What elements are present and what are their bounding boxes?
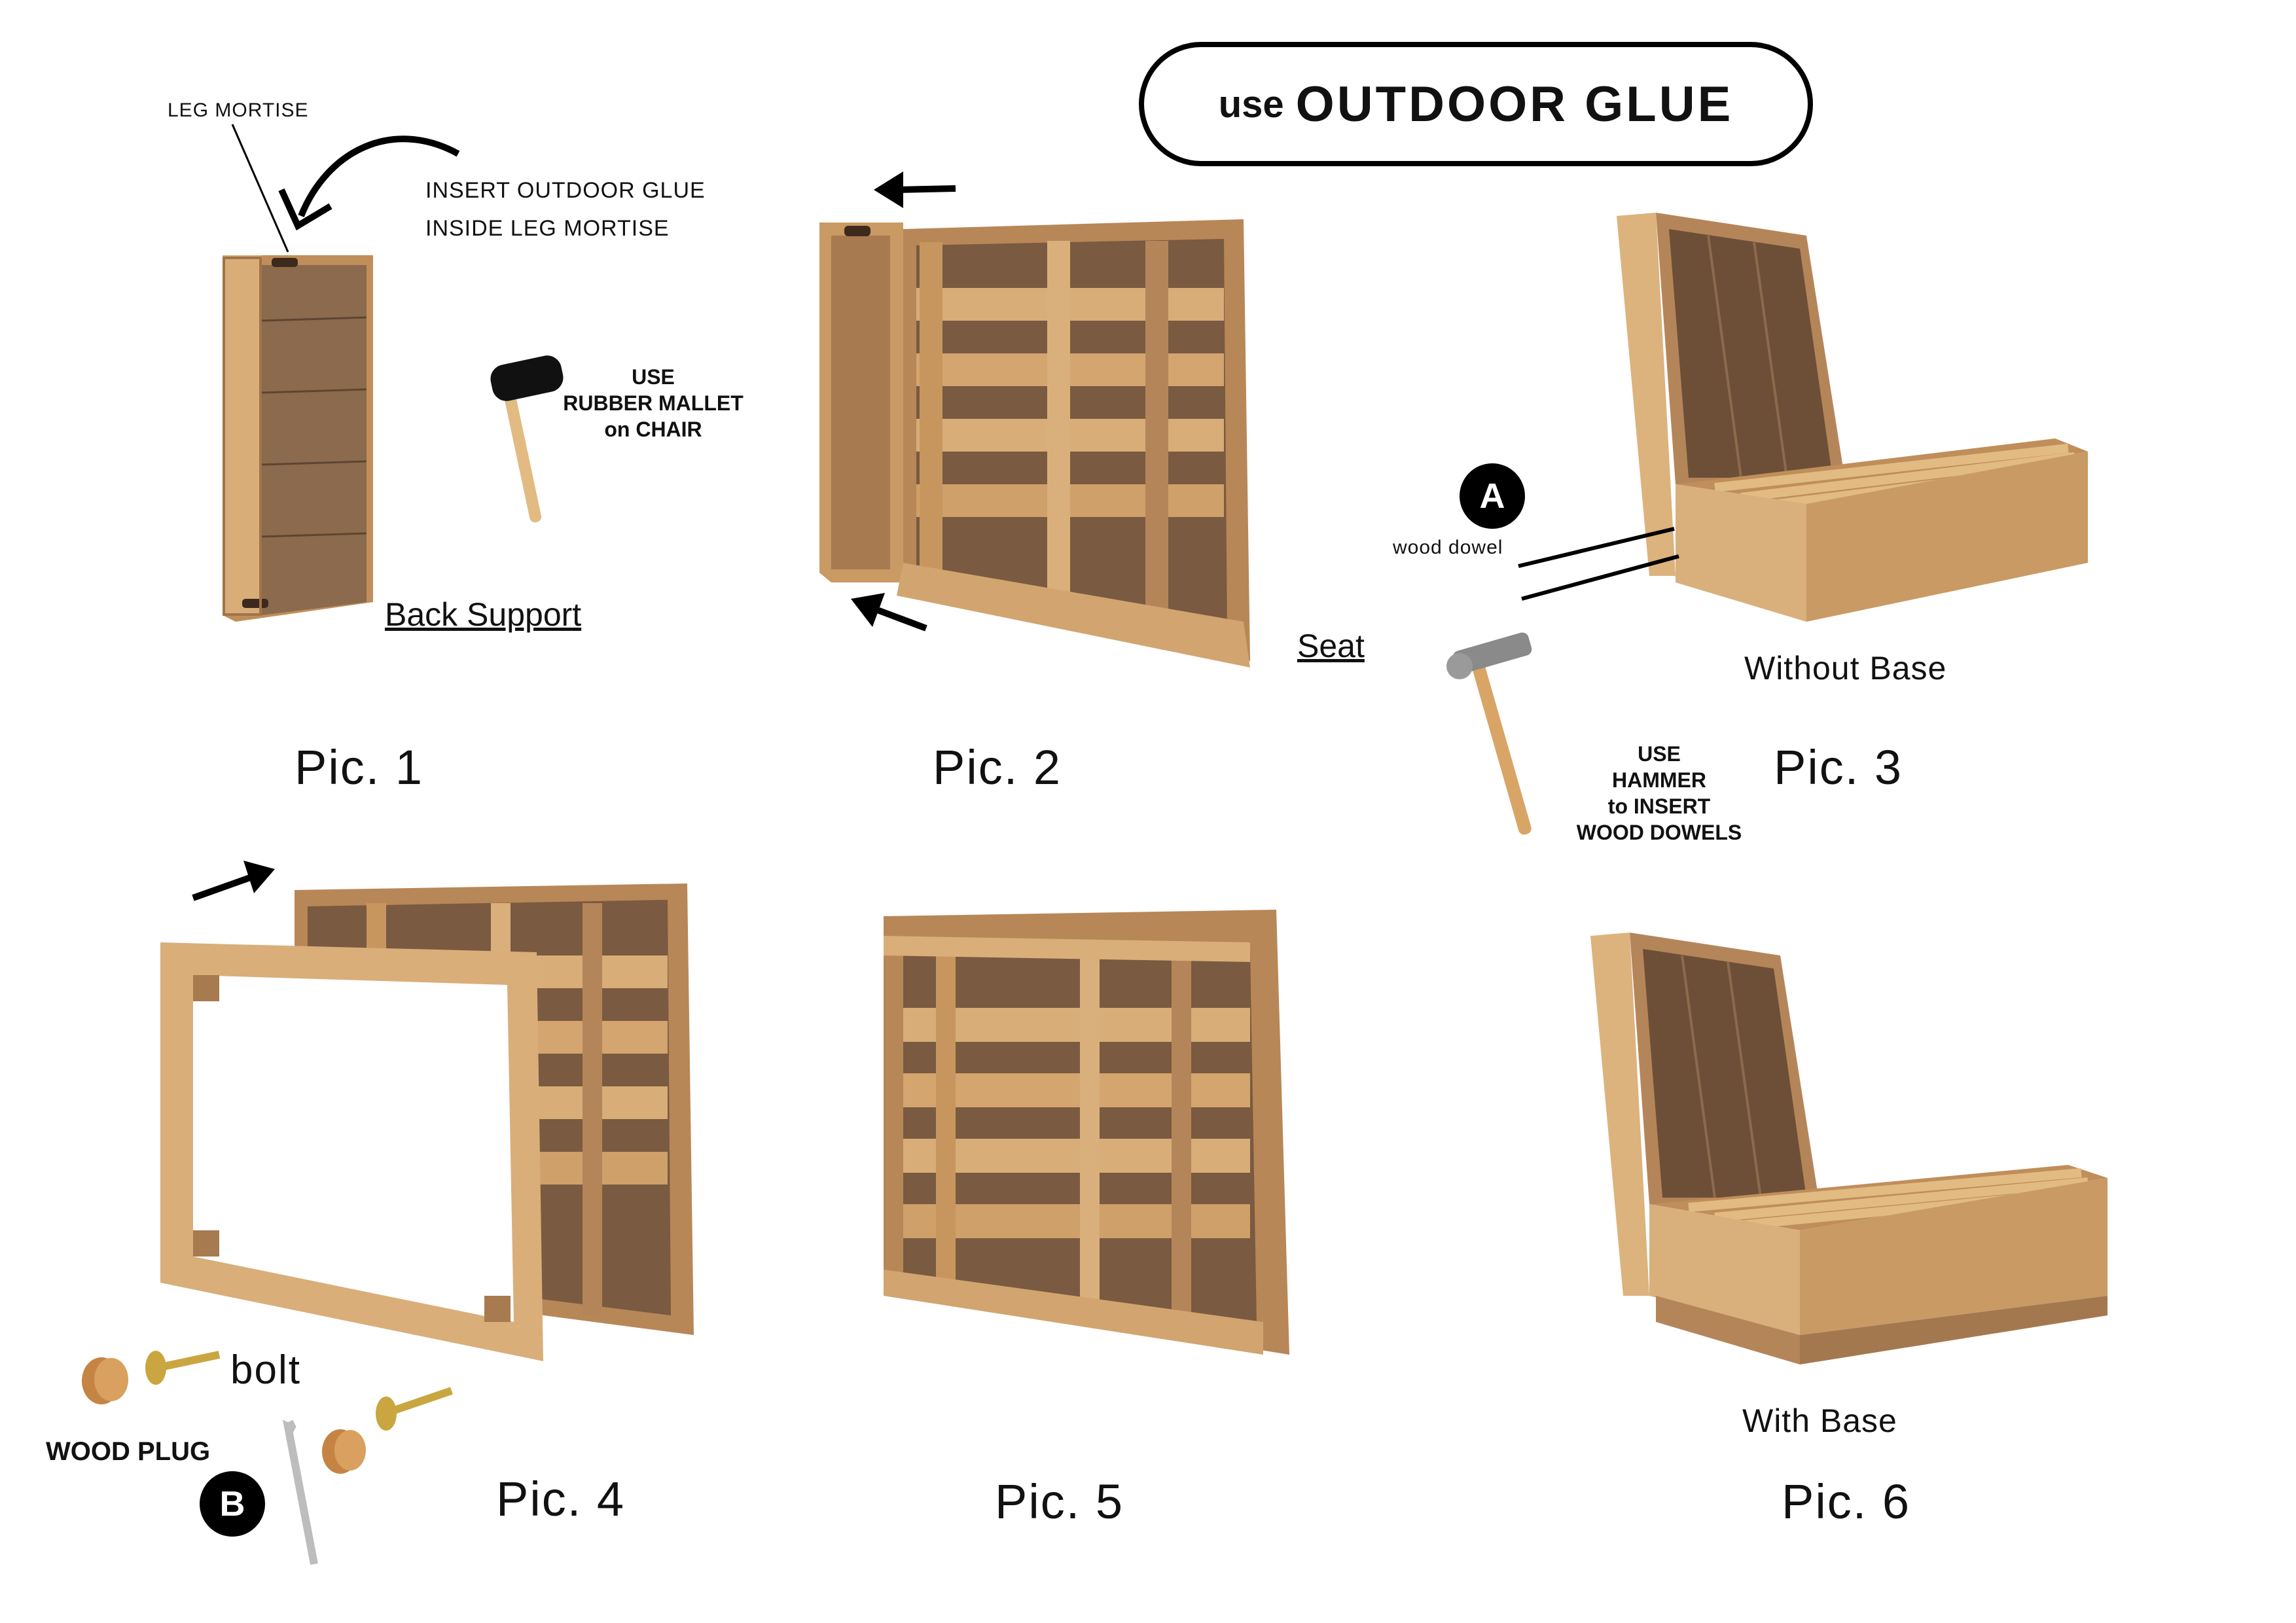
pic5-label: Pic. 5: [995, 1474, 1124, 1529]
seat-frame-image: [819, 219, 1250, 668]
chair-with-base-image: [1590, 933, 2108, 1364]
hammer-line2: HAMMER: [1612, 768, 1706, 792]
mallet-line1: USE: [632, 365, 675, 389]
insert-glue-line1: INSERT OUTDOOR GLUE: [425, 178, 706, 203]
bolt-label: bolt: [230, 1347, 301, 1393]
pic4-assembly-image: [160, 883, 694, 1361]
badge-b: B: [200, 1471, 265, 1537]
pic1-label: Pic. 1: [295, 740, 424, 794]
hammer-line3: to INSERT: [1607, 794, 1711, 818]
rubber-mallet-icon: [490, 355, 564, 523]
pic6-label: Pic. 6: [1782, 1474, 1911, 1529]
back-support-caption: Back Support: [385, 596, 582, 633]
pic4-label: Pic. 4: [496, 1472, 626, 1526]
hammer-icon: [1446, 632, 1532, 835]
with-base-caption: With Base: [1742, 1402, 1897, 1439]
hammer-line4: WOOD DOWELS: [1576, 821, 1742, 844]
seat-caption: Seat: [1297, 628, 1365, 664]
wood-plug-label: WOOD PLUG: [46, 1437, 211, 1466]
glue-banner-emphasis: OUTDOOR GLUE: [1295, 76, 1734, 132]
mallet-line2: RUBBER MALLET: [563, 391, 744, 415]
wood-dowel-label: wood dowel: [1393, 537, 1503, 558]
insert-glue-line2: INSIDE LEG MORTISE: [425, 216, 670, 241]
pic5-assembled-seat-image: [884, 910, 1289, 1355]
pic2-label: Pic. 2: [933, 740, 1062, 794]
badge-a: A: [1460, 463, 1525, 529]
glue-banner-prefix: use: [1218, 82, 1284, 126]
hardware-illustration: [82, 1351, 453, 1565]
outdoor-glue-banner: use OUTDOOR GLUE: [1139, 42, 1813, 166]
mallet-line3: on CHAIR: [604, 418, 702, 441]
hammer-line1: USE: [1638, 742, 1681, 766]
mallet-instruction: USE RUBBER MALLET on CHAIR: [555, 364, 751, 442]
chair-without-base-image: [1617, 213, 2088, 622]
without-base-caption: Without Base: [1744, 650, 1947, 687]
back-support-image: [223, 255, 373, 622]
pic3-label: Pic. 3: [1774, 740, 1903, 794]
leg-mortise-label: LEG MORTISE: [168, 99, 309, 121]
hammer-instruction: USE HAMMER to INSERT WOOD DOWELS: [1561, 741, 1757, 846]
